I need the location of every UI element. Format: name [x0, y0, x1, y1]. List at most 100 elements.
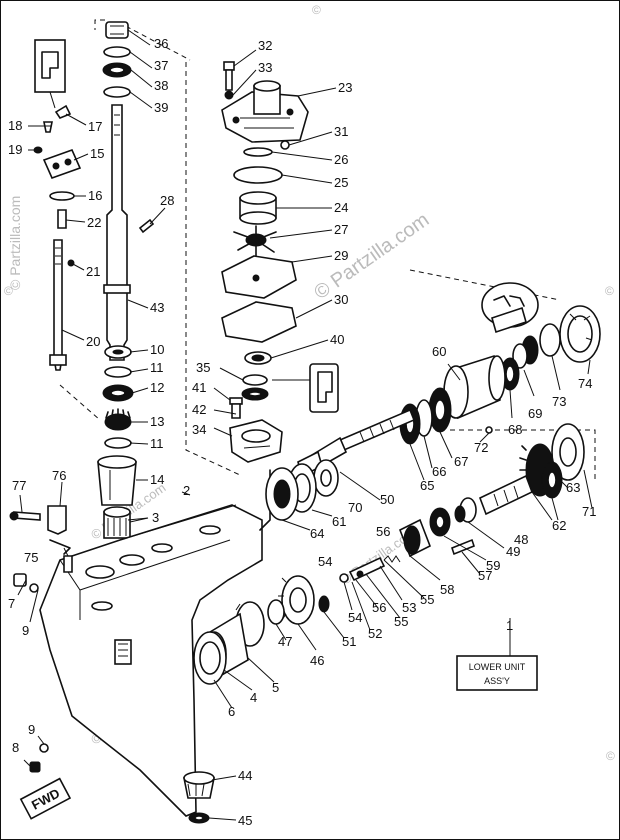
part-24-cartridge [239, 191, 277, 225]
water-pump-assembly [221, 61, 339, 463]
callout-53: 53 [402, 600, 416, 615]
part-13-pinion [104, 408, 132, 431]
part-45-nut [188, 812, 210, 824]
watermark-symbol-top: © [312, 3, 321, 17]
part-23-pump-housing [221, 80, 309, 143]
part-11-shim [104, 366, 132, 378]
callout-25: 25 [334, 175, 348, 190]
part-35-seals [241, 374, 269, 401]
propeller-shaft-assembly [193, 282, 601, 685]
lower-unit-box: LOWER UNIT ASS'Y [456, 618, 538, 691]
callout-36: 36 [154, 36, 168, 51]
callout-50: 50 [380, 492, 394, 507]
callout-1: 1 [506, 618, 513, 633]
callout-60: 60 [432, 344, 446, 359]
part-59-bearing [429, 507, 451, 537]
callout-22: 22 [87, 215, 101, 230]
callout-2: 2 [183, 483, 190, 498]
callout-69: 69 [528, 406, 542, 421]
callout-43: 43 [150, 300, 164, 315]
part-27-impeller [233, 225, 277, 257]
part-51-washer [318, 595, 330, 613]
callout-47: 47 [278, 634, 292, 649]
lower-unit-label: LOWER UNIT [469, 662, 526, 672]
callout-68: 68 [508, 422, 522, 437]
callout-11: 11 [150, 360, 164, 375]
watermark-symbol-left: © [4, 284, 13, 298]
part-34-housing [229, 419, 283, 463]
callout-32: 32 [258, 38, 272, 53]
part-9-gasket-upper [29, 583, 39, 593]
part-43-drive-shaft [103, 104, 131, 361]
callout-54b: 54 [348, 610, 362, 625]
part-70-washer [313, 459, 339, 497]
callout-28: 28 [160, 193, 174, 208]
part-8-screw [29, 761, 41, 773]
callout-7: 7 [8, 596, 15, 611]
assy-label: ASS'Y [484, 676, 510, 686]
watermark-left: © Partzilla.com [7, 196, 23, 290]
part-37-washer [103, 46, 131, 58]
callout-67: 67 [454, 454, 468, 469]
callout-51: 51 [342, 634, 356, 649]
part-36-nut [105, 21, 129, 39]
part-31-grommet [280, 140, 290, 150]
callout-37: 37 [154, 58, 168, 73]
part-75-bolt [63, 555, 73, 573]
part-49-spring [454, 497, 477, 523]
callout-20: 20 [86, 334, 100, 349]
part-41-bolt [229, 397, 243, 419]
callout-41: 41 [192, 380, 206, 395]
part-73-oring [539, 323, 561, 357]
part-53-shift-plunger [348, 555, 401, 582]
fwd-tag: FWD [19, 777, 72, 820]
callout-76: 76 [52, 468, 66, 483]
leader-lines [17, 29, 593, 821]
part-25-insert [233, 166, 283, 184]
callout-17: 17 [88, 119, 102, 134]
part-47-shim [267, 599, 285, 625]
part-67-bearing [428, 387, 452, 433]
part-60-bearing-housing [443, 354, 506, 420]
casing-hardware [9, 505, 73, 773]
callout-55: 55 [420, 592, 434, 607]
part-22-clip [57, 209, 67, 229]
part-10-seal [104, 345, 132, 359]
callout-4: 4 [250, 690, 257, 705]
part-77-bolt [9, 511, 41, 521]
drive-shaft-assembly [97, 21, 155, 539]
callout-numbers: 1 2 3 4 5 6 7 8 9 9 10 11 12 13 11 14 15… [8, 36, 596, 828]
callout-74: 74 [578, 376, 592, 391]
callout-23: 23 [338, 80, 352, 95]
callout-14: 14 [150, 472, 164, 487]
part-74-housing [559, 305, 601, 363]
part-44-pinion-gear [183, 771, 215, 799]
part-18-screw [43, 121, 53, 133]
callout-31: 31 [334, 124, 348, 139]
part-14-sleeve [97, 455, 137, 506]
callout-62: 62 [552, 518, 566, 533]
callout-3: 3 [152, 510, 159, 525]
callout-64: 64 [310, 526, 324, 541]
callout-49: 49 [506, 544, 520, 559]
part-54-ball [339, 573, 349, 583]
callout-66: 66 [432, 464, 446, 479]
callout-52: 52 [368, 626, 382, 641]
callout-70: 70 [348, 500, 362, 515]
part-33-washer [224, 90, 234, 100]
callout-9: 9 [22, 623, 29, 638]
part-76-bracket [47, 505, 67, 535]
callout-33: 33 [258, 60, 272, 75]
part-62-bearing [541, 461, 563, 499]
callout-45: 45 [238, 813, 252, 828]
part-40-grommet [244, 351, 272, 365]
callout-72: 72 [474, 440, 488, 455]
watermark-symbol-bottom: © [606, 749, 615, 763]
callout-35: 35 [196, 360, 210, 375]
callout-16: 16 [88, 188, 102, 203]
callout-18: 18 [8, 118, 22, 133]
callout-13: 13 [150, 414, 164, 429]
callout-10: 10 [150, 342, 164, 357]
part-58-gear [398, 518, 432, 558]
